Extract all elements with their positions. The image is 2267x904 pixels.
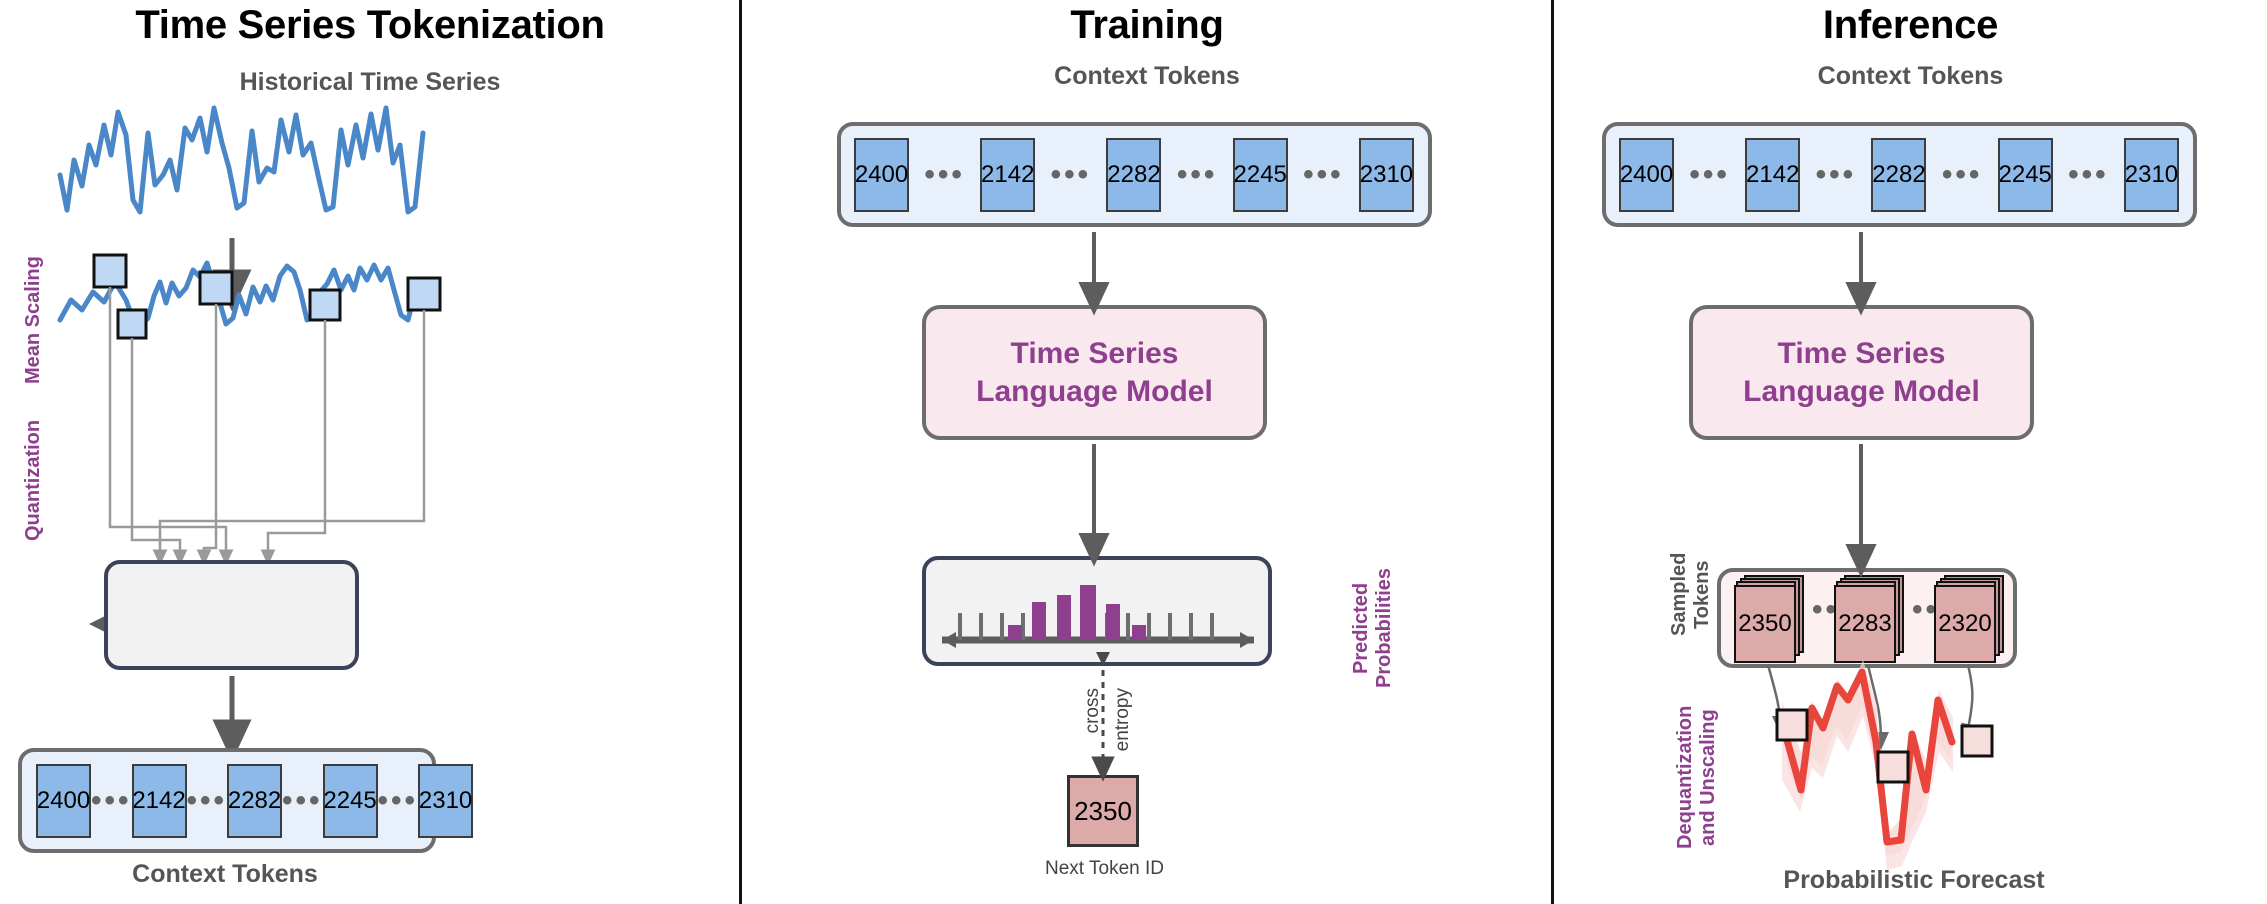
model-title-line1: Time Series: [1010, 337, 1179, 370]
panel-inference: Inference Context Tokens 2400 ••• 2142 •…: [1554, 0, 2267, 904]
panel-title-training: Training: [1070, 3, 1224, 47]
context-tokens-caption-training: Context Tokens: [1054, 62, 1240, 90]
token-chip[interactable]: 2245: [1997, 138, 2053, 212]
panel-divider-1: [739, 0, 742, 904]
token-chip[interactable]: 2310: [1358, 138, 1414, 212]
token-chip[interactable]: 2400: [36, 764, 91, 838]
inference-svg: [1766, 232, 1994, 870]
forecast-median-line: [1783, 668, 1956, 846]
context-tokens-caption-tokenization: Context Tokens: [132, 860, 318, 888]
model-title-line1: Time Series: [1777, 337, 1946, 370]
token-ellipsis: •••: [91, 784, 132, 817]
panel-training: Training Context Tokens 2400 ••• 2142 ••…: [742, 0, 1552, 904]
probability-bars: [1008, 585, 1146, 640]
token-chip[interactable]: 2282: [1106, 138, 1162, 212]
model-box-training: Time Series Language Model: [922, 305, 1267, 440]
model-title-line2: Language Model: [976, 374, 1213, 408]
probability-axis: [942, 613, 1254, 648]
forecast-caption: Probabilistic Forecast: [1783, 866, 2045, 894]
token-ellipsis: •••: [282, 784, 323, 817]
token-chip[interactable]: 2142: [131, 764, 187, 838]
historical-series-label: Historical Time Series: [239, 68, 501, 96]
model-title-line2: Language Model: [1743, 374, 1980, 408]
context-tokens-row-inference: 2400 ••• 2142 ••• 2282 ••• 2245 ••• 2310: [1619, 137, 2179, 213]
sampled-token-chip[interactable]: 2283: [1834, 585, 1896, 663]
token-chip[interactable]: 2310: [418, 764, 474, 838]
token-chip[interactable]: 2245: [322, 764, 378, 838]
token-chip[interactable]: 2245: [1232, 138, 1288, 212]
context-tokens-row-training: 2400 ••• 2142 ••• 2282 ••• 2245 ••• 2310: [854, 137, 1414, 213]
token-ellipsis: •••: [377, 784, 419, 817]
sampled-token-chip[interactable]: 2320: [1934, 585, 1996, 663]
next-token-chip[interactable]: 2350: [1067, 775, 1139, 847]
next-token-caption: Next Token ID: [1045, 858, 1164, 879]
training-svg: [942, 232, 1254, 782]
token-chip[interactable]: 2282: [1871, 138, 1927, 212]
token-chip[interactable]: 2400: [1619, 138, 1674, 212]
scaled-series-plot: [57, 260, 424, 333]
token-chip[interactable]: 2282: [227, 764, 283, 838]
historical-series-plot: [57, 105, 426, 215]
panel-title-inference: Inference: [1822, 3, 1999, 47]
panel-tokenization: Time Series Tokenization Historical Time…: [0, 0, 740, 904]
panel-title-tokenization: Time Series Tokenization: [135, 3, 605, 47]
sampled-token-stack[interactable]: 2320: [1934, 575, 2004, 663]
token-ellipsis: •••: [186, 784, 228, 817]
sampled-token-stack[interactable]: 2350: [1734, 575, 1804, 663]
model-box-inference: Time Series Language Model: [1689, 305, 2034, 440]
quantization-box: [104, 560, 359, 670]
cross-entropy-link: [1091, 652, 1115, 782]
quantization-connectors: [108, 287, 426, 566]
token-chip[interactable]: 2310: [2123, 138, 2179, 212]
panel-divider-2: [1551, 0, 1554, 904]
token-chip[interactable]: 2142: [1745, 138, 1801, 212]
predicted-probabilities-box: [922, 556, 1272, 666]
token-chip[interactable]: 2400: [854, 138, 909, 212]
forecast-marker-boxes: [1775, 708, 1994, 784]
context-tokens-caption-inference: Context Tokens: [1817, 62, 2004, 90]
context-tokens-row-tokenization: 2400 ••• 2142 ••• 2282 ••• 2245 ••• 2310: [36, 763, 474, 839]
token-chip[interactable]: 2142: [980, 138, 1036, 212]
sampled-token-chip[interactable]: 2350: [1734, 585, 1796, 663]
